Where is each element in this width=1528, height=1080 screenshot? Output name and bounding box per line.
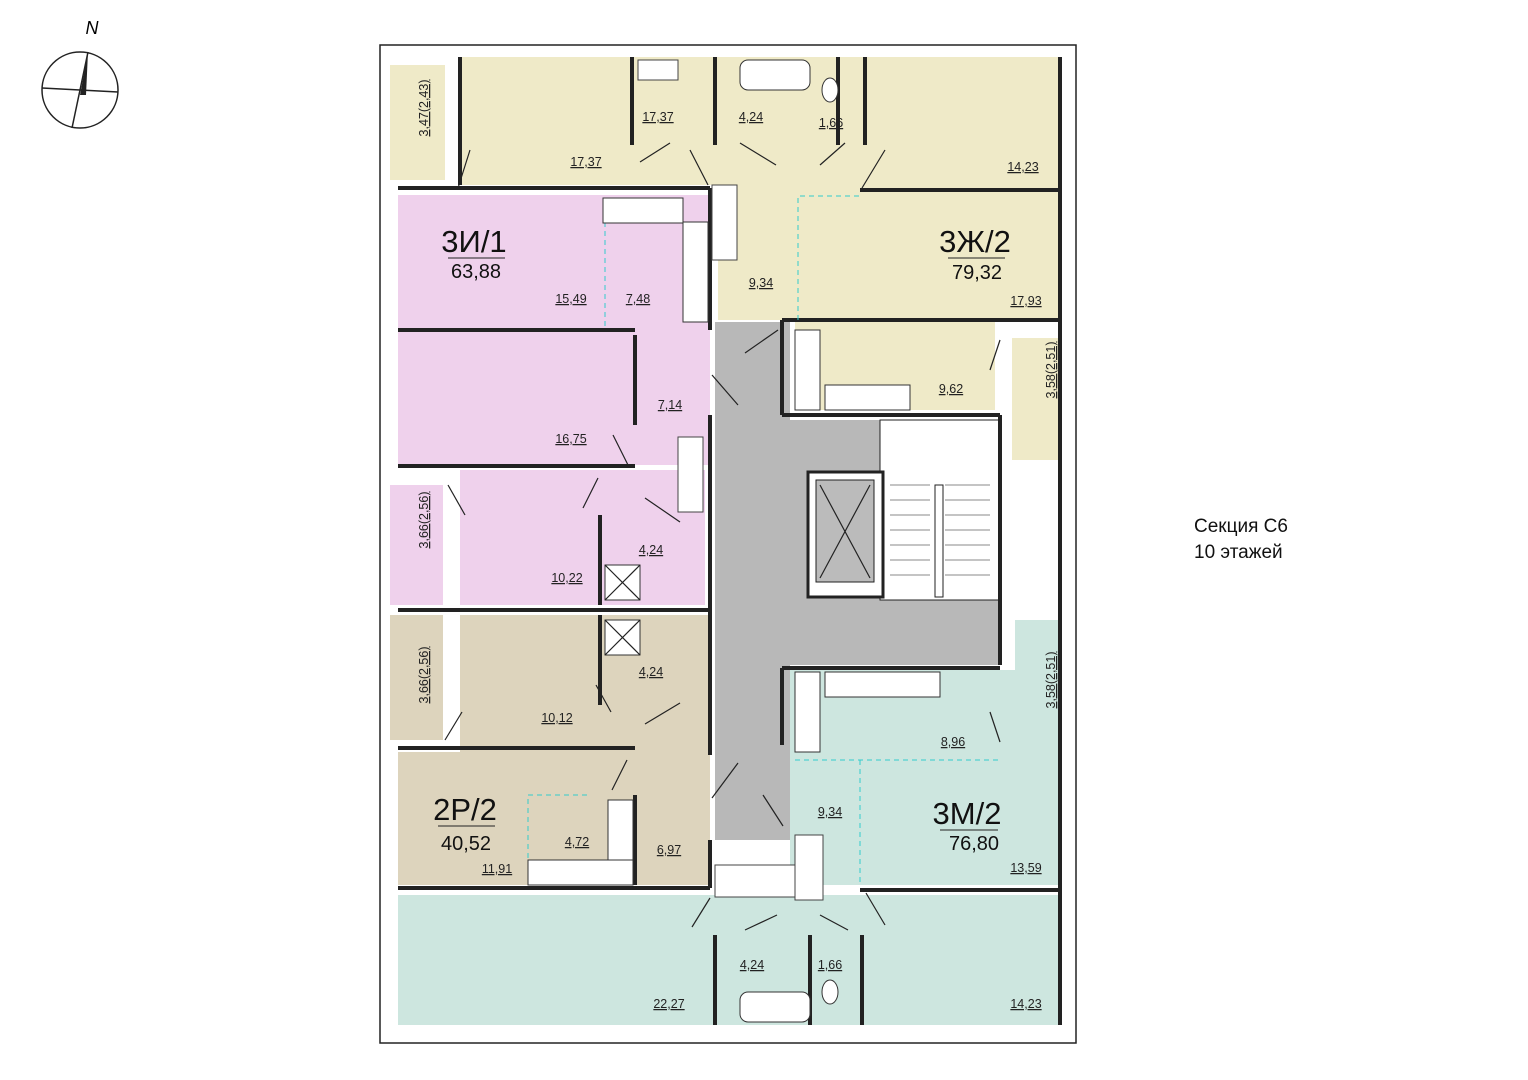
room-area: 10,12 [541, 711, 572, 725]
balcony-area: 3,58(2,51) [1044, 652, 1058, 709]
apartment-total-area: 79,32 [952, 262, 1002, 284]
room-area: 8,96 [941, 735, 965, 749]
bathtub-icon [739, 991, 811, 1023]
apartment-total-area: 40,52 [441, 833, 491, 855]
room-area: 1,66 [818, 958, 842, 972]
room-area: 22,27 [653, 997, 684, 1011]
section-floors: 10 этажей [1194, 542, 1283, 563]
apartment-code: 3М/2 [933, 796, 1002, 831]
wardrobes [637, 59, 824, 901]
room-area: 13,59 [1010, 861, 1041, 875]
balcony-areas: 3,47(2,43) 3,58(2,51) 3,66(2,56) 3,66(2,… [417, 80, 1058, 709]
room-areas: 17,37 4,24 1,66 17,37 14,23 9,34 17,93 9… [482, 110, 1042, 1011]
room-area: 7,14 [658, 398, 682, 412]
room-area: 15,49 [555, 292, 586, 306]
room-area: 6,97 [657, 843, 681, 857]
kitchen-counter [527, 197, 941, 886]
door-swings [444, 142, 1001, 931]
apartment-code: 3И/1 [441, 224, 506, 259]
toilet-icon [821, 77, 839, 103]
balcony-area: 3,58(2,51) [1044, 342, 1058, 399]
room-area: 10,22 [551, 571, 582, 585]
room-area: 9,34 [818, 805, 842, 819]
room-area: 4,72 [565, 835, 589, 849]
section-name: Секция С6 [1194, 516, 1288, 537]
room-area: 14,23 [1007, 160, 1038, 174]
room-area: 11,91 [482, 862, 512, 876]
bathtub-icon [739, 59, 811, 91]
room-area: 16,75 [555, 432, 586, 446]
balcony-area: 3,66(2,56) [417, 492, 431, 549]
room-area: 14,23 [1010, 997, 1041, 1011]
toilet-icon [821, 979, 839, 1005]
room-area: 17,93 [1010, 294, 1041, 308]
interior-walls [398, 57, 1062, 1025]
apartment-total-area: 63,88 [451, 261, 501, 283]
balcony-area: 3,66(2,56) [417, 647, 431, 704]
zone-dividers [527, 195, 1000, 885]
room-area: 4,24 [639, 665, 663, 679]
apartment-total-area: 76,80 [949, 833, 999, 855]
room-area: 17,37 [642, 110, 673, 124]
room-area: 7,48 [626, 292, 650, 306]
room-area: 4,24 [639, 543, 663, 557]
room-area: 4,24 [739, 110, 763, 124]
north-label: N [86, 18, 100, 38]
apartment-code: 2Р/2 [433, 792, 497, 827]
room-area: 17,37 [570, 155, 601, 169]
room-area: 9,62 [939, 382, 963, 396]
balcony-area: 3,47(2,43) [417, 80, 431, 137]
room-area: 1,66 [819, 116, 843, 130]
shower-icon [604, 619, 641, 656]
room-area: 9,34 [749, 276, 773, 290]
apartment-code: 3Ж/2 [939, 224, 1011, 259]
room-area: 4,24 [740, 958, 764, 972]
stair-elevator-core [806, 419, 1001, 601]
shower-icon [604, 564, 641, 601]
apartment-3m2 [398, 620, 1062, 1025]
compass-icon: N [41, 18, 119, 129]
